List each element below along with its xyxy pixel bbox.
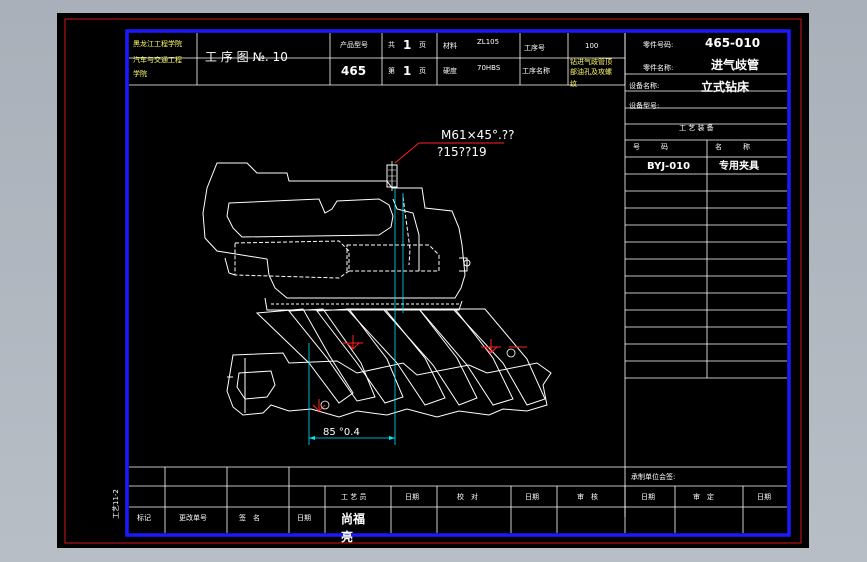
dimension-arrows <box>309 436 395 440</box>
thread-note: M61×45°.?? <box>441 128 515 142</box>
department-name: 汽车与交通工程 <box>133 56 182 64</box>
sheet-label: 第 <box>388 67 395 75</box>
craftsman-name-2: 亮 <box>341 530 354 544</box>
dimension-note: 85 °0.4 <box>323 427 360 438</box>
col-name-header: 名 称 <box>715 143 750 151</box>
change-no-label: 更改单号 <box>179 514 207 522</box>
dimension-lines <box>308 188 404 445</box>
depth-note: ?15??19 <box>437 145 487 159</box>
sheet-value: 1 <box>403 64 412 78</box>
drawing-sheet: 黑龙江工程学院 汽车与交通工程 学院 工 序 图 №. 10 产品型号 465 … <box>57 13 809 548</box>
equip-name-label: 设备名称: <box>629 82 660 90</box>
thread-leader <box>394 142 504 164</box>
review-label: 审 核 <box>577 493 598 501</box>
part-no-label: 零件号码: <box>643 41 674 49</box>
date1-label: 日期 <box>405 493 419 501</box>
op-no-label: 工序号 <box>524 44 545 52</box>
part-no-value: 465-010 <box>705 36 761 50</box>
part-outline <box>202 162 552 418</box>
op-name-line2: 部油孔及攻螺 <box>570 68 612 76</box>
drawing-title: 工 序 图 №. 10 <box>205 50 288 64</box>
tool-code: BYJ-010 <box>647 161 691 172</box>
school-name: 黑龙江工程学院 <box>133 40 182 48</box>
material-value: ZL105 <box>477 38 500 46</box>
date3-label: 日期 <box>641 493 655 501</box>
hardness-value: 70HBS <box>477 64 501 72</box>
signature-unit-label: 承制单位会签: <box>631 473 676 481</box>
op-no-value: 100 <box>585 42 599 50</box>
date-label: 日期 <box>297 514 311 522</box>
equip-name-value: 立式钻床 <box>701 80 750 94</box>
hardness-label: 硬度 <box>443 67 457 75</box>
outer-frame <box>64 18 802 544</box>
sign-label: 签 名 <box>239 514 260 522</box>
sheet-unit: 页 <box>419 67 426 75</box>
craftsman-label: 工 艺 员 <box>341 493 367 501</box>
craftsman-name: 尚福 <box>341 512 366 526</box>
total-unit: 页 <box>419 41 426 49</box>
side-label: 工艺11-2 <box>112 489 120 519</box>
department-name-2: 学院 <box>133 70 147 78</box>
equip-model-label: 设备型号: <box>629 102 660 110</box>
product-model-value: 465 <box>341 64 367 78</box>
part-name-value: 进气歧管 <box>711 58 760 72</box>
op-name-line3: 纹 <box>570 80 577 88</box>
drill-hole <box>386 161 398 191</box>
op-name-line1: 钻进气歧管顶 <box>570 58 612 66</box>
locating-circle <box>320 400 330 410</box>
date2-label: 日期 <box>525 493 539 501</box>
mark-label: 标记 <box>137 514 151 522</box>
op-name-label: 工序名称 <box>522 67 550 75</box>
proof-label: 校 对 <box>457 493 478 501</box>
locating-marks <box>312 335 527 412</box>
product-model-label: 产品型号 <box>340 41 368 49</box>
material-label: 材料 <box>443 42 457 50</box>
title-grid <box>129 33 787 533</box>
total-value: 1 <box>403 38 412 52</box>
tool-name: 专用夹具 <box>719 161 759 172</box>
approve-label: 审 定 <box>693 493 714 501</box>
date4-label: 日期 <box>757 493 771 501</box>
inner-frame <box>125 29 791 537</box>
col-code-header: 号 码 <box>633 143 668 151</box>
tooling-header: 工 艺 装 备 <box>679 124 714 132</box>
locating-circle <box>506 348 516 358</box>
total-label: 共 <box>388 41 395 49</box>
drawing-lines <box>64 18 802 544</box>
part-name-label: 零件名称: <box>643 64 674 72</box>
